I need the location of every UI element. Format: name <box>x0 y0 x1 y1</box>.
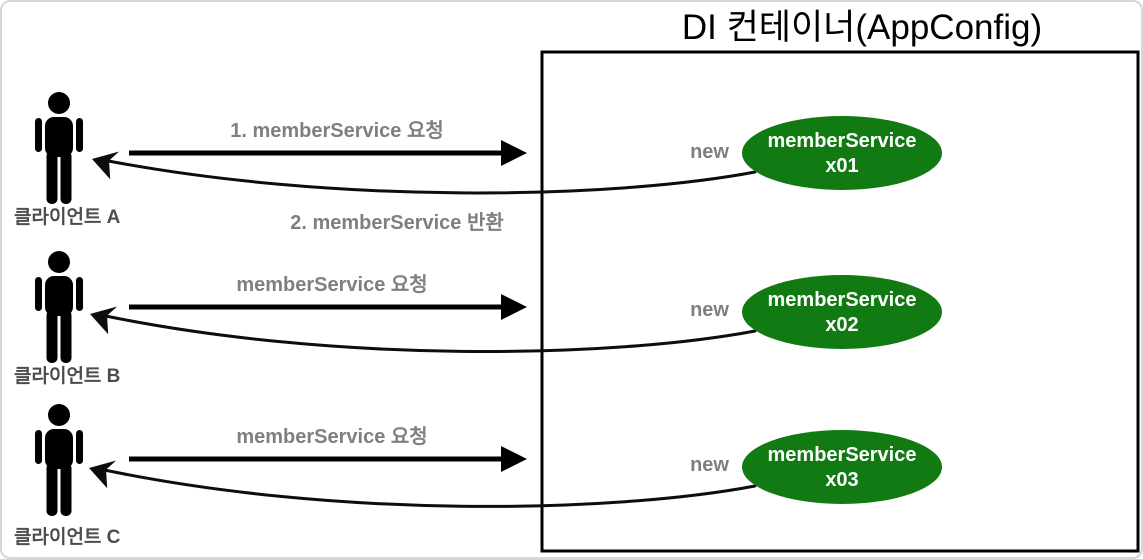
service-instance-x02: x02 <box>825 314 858 336</box>
client-row-b: 클라이언트 B memberService 요청 new memberServi… <box>14 251 942 387</box>
service-name-x01: memberService <box>768 130 917 152</box>
service-ellipse-x02 <box>742 275 942 349</box>
di-container-title: DI 컨테이너(AppConfig) <box>682 8 1042 47</box>
client-row-c: 클라이언트 C memberService 요청 new memberServi… <box>14 404 942 548</box>
request-arrowhead-c <box>501 446 527 472</box>
service-instance-x01: x01 <box>825 155 858 177</box>
new-keyword-c: new <box>690 454 729 476</box>
client-b-label: 클라이언트 B <box>14 365 120 387</box>
client-b-person-icon <box>35 251 83 363</box>
request-label-b: memberService 요청 <box>236 273 427 296</box>
return-label-a: 2. memberService 반환 <box>290 211 504 234</box>
request-arrowhead-a <box>501 140 527 166</box>
return-arrow-b <box>94 312 757 354</box>
request-label-c: memberService 요청 <box>236 425 427 448</box>
return-arrow-c <box>93 466 757 508</box>
request-arrowhead-b <box>501 294 527 320</box>
di-container-box <box>540 50 1140 553</box>
client-a-person-icon <box>35 92 83 204</box>
service-name-x02: memberService <box>768 289 917 311</box>
service-name-x03: memberService <box>768 444 917 466</box>
client-c-person-icon <box>35 404 83 516</box>
service-ellipse-x03 <box>742 430 942 504</box>
request-label-a: 1. memberService 요청 <box>230 119 444 142</box>
client-row-a: 클라이언트 A 1. memberService 요청 2. memberSer… <box>14 92 942 234</box>
service-ellipse-x01 <box>742 116 942 190</box>
new-keyword-a: new <box>690 141 729 163</box>
client-c-label: 클라이언트 C <box>14 526 121 548</box>
client-a-label: 클라이언트 A <box>14 206 121 228</box>
service-instance-x03: x03 <box>825 469 858 491</box>
new-keyword-b: new <box>690 299 729 321</box>
return-arrow-a <box>96 157 757 195</box>
